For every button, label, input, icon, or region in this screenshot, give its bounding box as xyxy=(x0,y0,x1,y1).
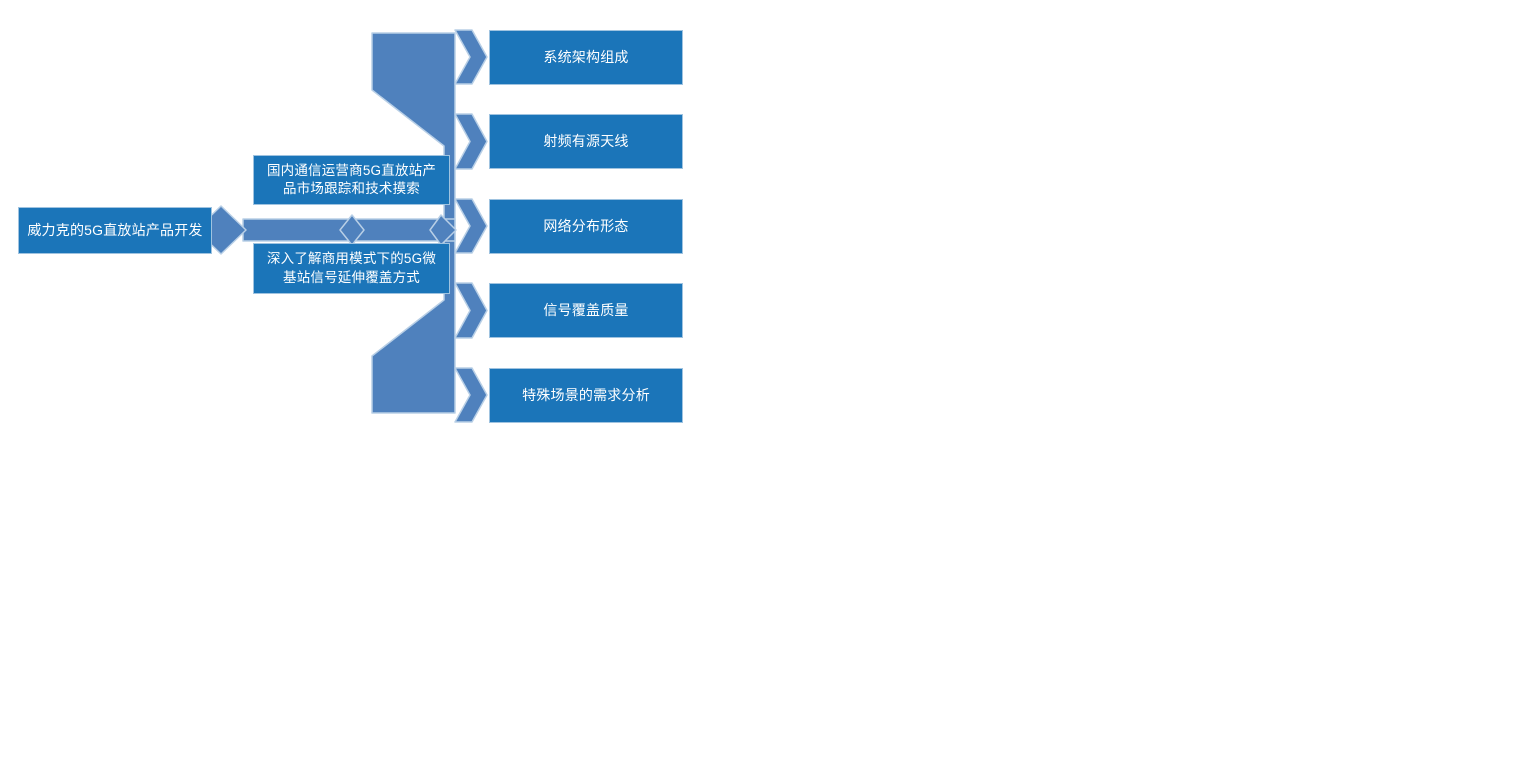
chevron-arrow-icon-3 xyxy=(454,198,488,254)
node-leaf-system-architecture[interactable]: 系统架构组成 xyxy=(489,30,683,85)
node-leaf-5-label: 特殊场景的需求分析 xyxy=(522,387,650,404)
node-branch-market-tracking[interactable]: 国内通信运营商5G直放站产品市场跟踪和技术摸索 xyxy=(253,155,450,205)
node-leaf-3-label: 网络分布形态 xyxy=(543,218,629,235)
node-leaf-signal-coverage-quality[interactable]: 信号覆盖质量 xyxy=(489,283,683,338)
funnel-connector xyxy=(371,32,456,414)
chevron-arrow-icon-2 xyxy=(454,113,488,170)
chevron-arrow-icon-4 xyxy=(454,282,488,339)
node-leaf-special-scenario-analysis[interactable]: 特殊场景的需求分析 xyxy=(489,368,683,423)
node-leaf-4-label: 信号覆盖质量 xyxy=(543,302,629,319)
chevron-arrow-icon-5 xyxy=(454,367,488,423)
node-leaf-network-distribution[interactable]: 网络分布形态 xyxy=(489,199,683,254)
node-root-label: 威力克的5G直放站产品开发 xyxy=(27,222,203,239)
chevron-arrow-icon-1 xyxy=(454,29,488,85)
node-leaf-2-label: 射频有源天线 xyxy=(543,133,629,150)
node-leaf-1-label: 系统架构组成 xyxy=(543,49,629,66)
node-branch-1-label: 国内通信运营商5G直放站产品市场跟踪和技术摸索 xyxy=(266,162,437,196)
node-branch-coverage-extension[interactable]: 深入了解商用模式下的5G微基站信号延伸覆盖方式 xyxy=(253,243,450,294)
node-leaf-rf-active-antenna[interactable]: 射频有源天线 xyxy=(489,114,683,169)
node-root-product-development[interactable]: 威力克的5G直放站产品开发 xyxy=(18,207,212,254)
node-branch-2-label: 深入了解商用模式下的5G微基站信号延伸覆盖方式 xyxy=(266,251,437,285)
